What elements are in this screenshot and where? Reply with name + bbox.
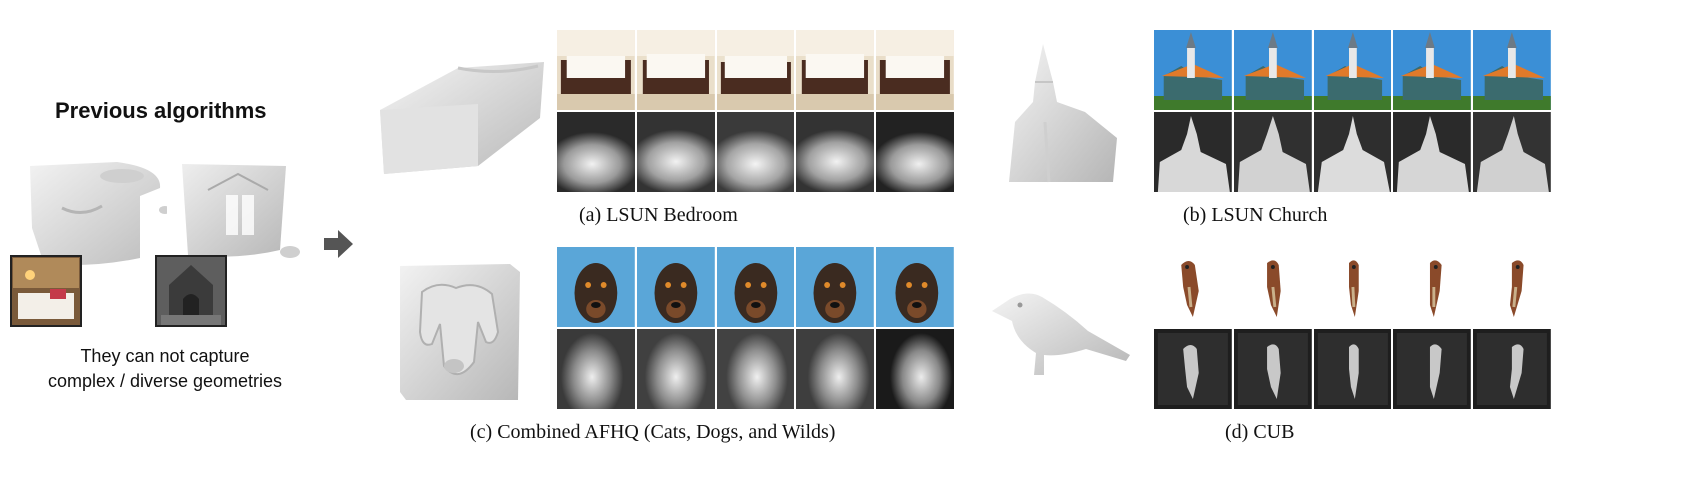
church-depth-3 — [1313, 112, 1394, 192]
cub-depth-2 — [1233, 329, 1314, 409]
church-image-2 — [1233, 30, 1314, 110]
dog-mesh — [400, 264, 520, 400]
previous-mesh-2 — [182, 164, 300, 258]
cub-depth-4 — [1393, 329, 1474, 409]
bedroom-image-5 — [876, 30, 954, 110]
afhq-depth-2 — [636, 329, 717, 409]
previous-thumbnail-church — [155, 255, 227, 327]
caption-a: (a) LSUN Bedroom — [579, 204, 738, 226]
bedroom-image-2 — [636, 30, 717, 110]
caption-d: (d) CUB — [1225, 421, 1295, 443]
bedroom-depth-maps — [557, 112, 954, 192]
previous-note-line-2: complex / diverse geometries — [47, 371, 283, 391]
bedroom-depth-5 — [876, 112, 954, 192]
bedroom-image-4 — [796, 30, 877, 110]
cub-depth-3 — [1313, 329, 1394, 409]
church-images — [1154, 30, 1551, 110]
caption-c: (c) Combined AFHQ (Cats, Dogs, and Wilds… — [470, 421, 836, 443]
church-image-1 — [1154, 30, 1234, 110]
afhq-depth-3 — [716, 329, 797, 409]
previous-algorithms-title: Previous algorithms — [55, 98, 267, 123]
cub-depth-maps — [1154, 329, 1551, 409]
church-depth-1 — [1154, 112, 1234, 192]
afhq-images — [557, 247, 954, 327]
cub-depth-5 — [1473, 329, 1551, 409]
bedroom-depth-1 — [557, 112, 637, 192]
previous-thumbnail-bedroom — [10, 255, 82, 327]
afhq-depth-maps — [557, 329, 954, 409]
afhq-image-4 — [796, 247, 877, 327]
afhq-depth-5 — [876, 329, 954, 409]
bird-mesh — [992, 293, 1130, 375]
previous-note: They can not capture complex / diverse g… — [20, 344, 310, 394]
afhq-image-3 — [716, 247, 797, 327]
bedroom-images — [557, 30, 954, 110]
afhq-depth-4 — [796, 329, 877, 409]
afhq-image-1 — [557, 247, 637, 327]
bedroom-depth-2 — [636, 112, 717, 192]
cub-image-1 — [1154, 247, 1234, 327]
church-image-4 — [1393, 30, 1474, 110]
church-depth-5 — [1473, 112, 1551, 192]
previous-note-line-1: They can not capture — [80, 346, 250, 366]
cub-image-5 — [1473, 247, 1551, 327]
bedroom-image-1 — [557, 30, 637, 110]
bedroom-image-3 — [716, 30, 797, 110]
afhq-image-2 — [636, 247, 717, 327]
church-image-5 — [1473, 30, 1551, 110]
cub-image-2 — [1233, 247, 1314, 327]
cub-images — [1154, 247, 1551, 327]
church-depth-maps — [1154, 112, 1551, 192]
church-depth-4 — [1393, 112, 1474, 192]
afhq-depth-1 — [557, 329, 637, 409]
bedroom-depth-3 — [716, 112, 797, 192]
bedroom-depth-4 — [796, 112, 877, 192]
cub-image-3 — [1313, 247, 1394, 327]
previous-mesh-1 — [30, 162, 167, 266]
arrow-right-icon — [324, 230, 353, 258]
caption-b: (b) LSUN Church — [1183, 204, 1328, 226]
cub-depth-1 — [1154, 329, 1234, 409]
afhq-image-5 — [876, 247, 954, 327]
church-image-3 — [1313, 30, 1394, 110]
church-depth-2 — [1233, 112, 1314, 192]
church-mesh — [1009, 44, 1117, 183]
cub-image-4 — [1393, 247, 1474, 327]
bedroom-mesh — [380, 62, 544, 174]
